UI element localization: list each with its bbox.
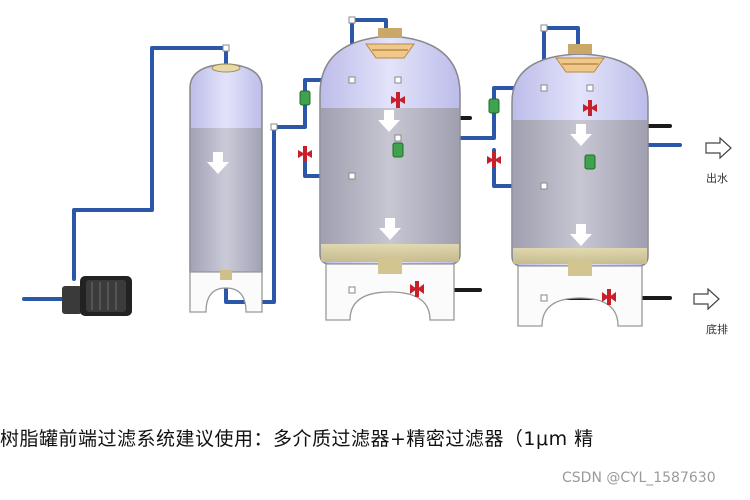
flow-arrow-down-icon bbox=[207, 152, 229, 174]
caption-text: 树脂罐前端过滤系统建议使用：多介质过滤器+精密过滤器（1μm 精 bbox=[0, 428, 594, 450]
multimedia-filter-tank-2 bbox=[511, 44, 649, 327]
pump bbox=[62, 276, 132, 316]
pipe-joints bbox=[222, 16, 594, 302]
valve-open bbox=[299, 90, 596, 170]
valve-closed bbox=[298, 92, 616, 305]
outlet-arrow-icon bbox=[705, 136, 732, 160]
drain-arrow-icon bbox=[693, 287, 720, 311]
multimedia-filter-tank-1 bbox=[319, 28, 461, 321]
flow-arrow-down-icon bbox=[570, 124, 592, 246]
drain-label: 底排 bbox=[706, 323, 728, 336]
watermark-text: CSDN @CYL_1587630 bbox=[562, 470, 716, 486]
precision-filter bbox=[189, 63, 263, 313]
outlet-label: 出水 bbox=[706, 172, 728, 185]
flow-arrow-down-icon bbox=[378, 110, 401, 240]
